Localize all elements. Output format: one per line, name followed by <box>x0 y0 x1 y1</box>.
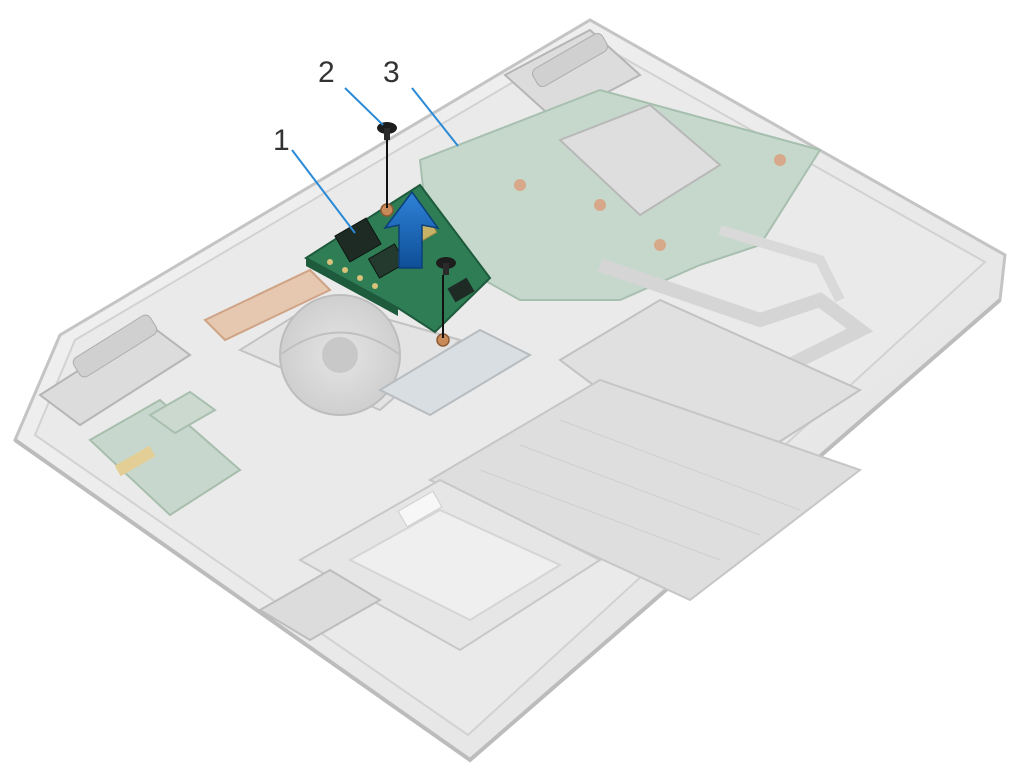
system-board <box>418 88 822 301</box>
callout-1: 1 <box>273 124 290 157</box>
solid-state-drive <box>377 328 533 417</box>
callout-leaders <box>291 87 459 234</box>
hinge-right <box>503 28 642 122</box>
callout-3: 3 <box>383 56 400 89</box>
heat-pipe <box>203 268 332 342</box>
callout-2: 2 <box>318 56 335 89</box>
battery <box>427 378 863 602</box>
hard-drive <box>297 478 603 652</box>
io-board <box>88 398 242 517</box>
lift-arrow <box>383 190 440 269</box>
screw-bottom <box>436 257 456 338</box>
hinge-left <box>38 314 192 427</box>
speaker <box>258 568 382 642</box>
wireless-card <box>148 390 217 435</box>
